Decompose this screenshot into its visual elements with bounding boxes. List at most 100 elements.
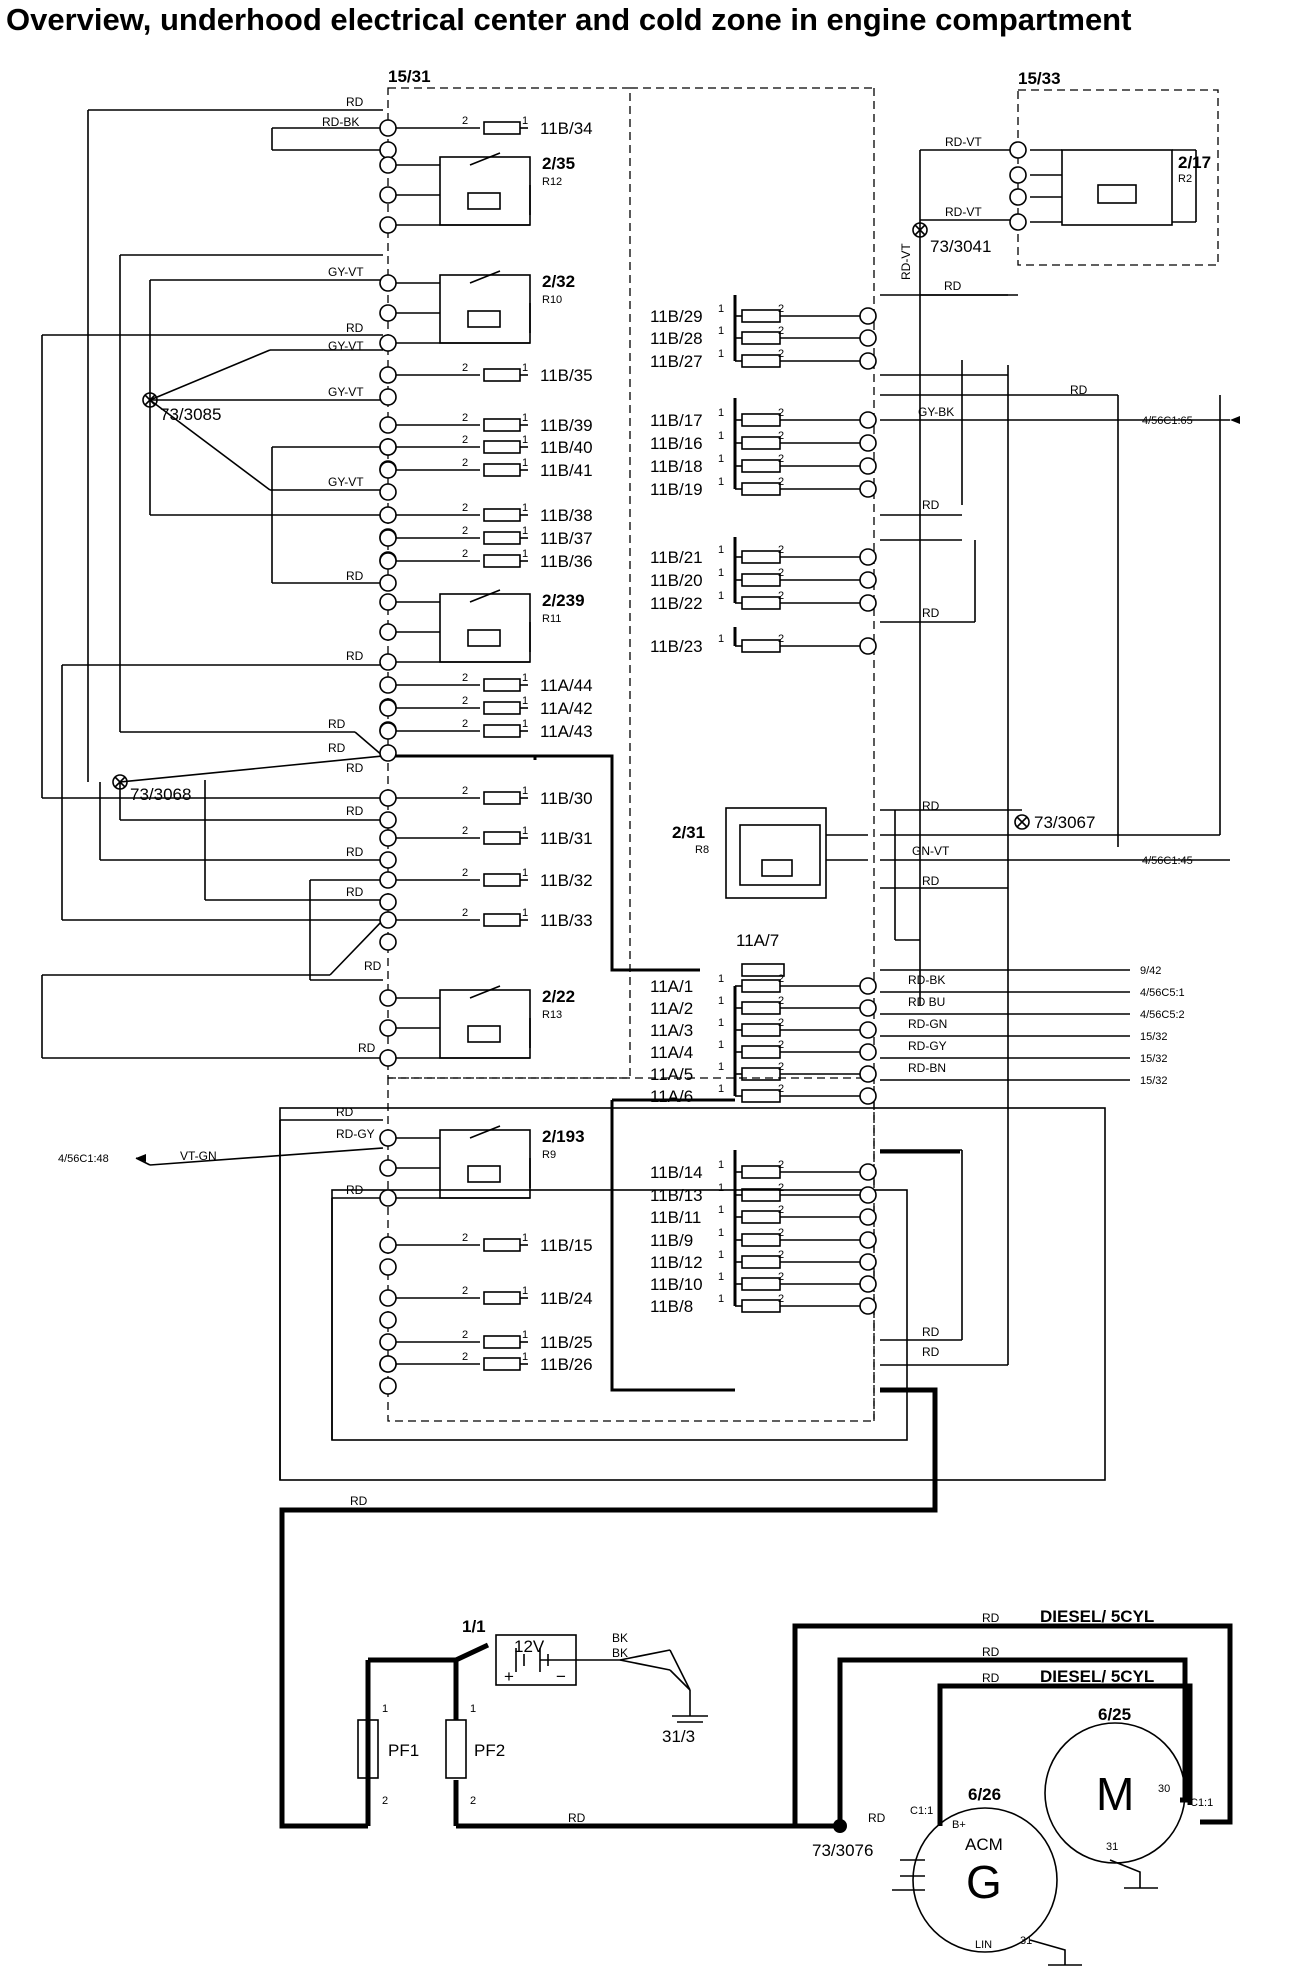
fuse-pin-2: 2 xyxy=(778,476,784,488)
fuse-pin-1: 1 xyxy=(522,867,528,879)
fuse-pin-2: 2 xyxy=(462,825,468,837)
starter-pin31: 31 xyxy=(1106,1841,1118,1853)
wire-rd-22: RD xyxy=(922,1345,940,1359)
conn-15-32-2: 15/32 xyxy=(1140,1053,1168,1065)
wire-rd-1: RD xyxy=(346,95,364,109)
fuse-pin-2: 2 xyxy=(462,1285,468,1297)
wire-rd-bk-2: RD-BK xyxy=(908,973,945,987)
left-fuse-label: 11B/34 xyxy=(540,119,593,138)
wire-rd-vt-2: RD-VT xyxy=(945,205,982,219)
fuse-pin-2: 2 xyxy=(778,1227,784,1239)
relay-r8-id: 2/31 xyxy=(672,823,705,842)
wire-rd-gn: RD-GN xyxy=(908,1017,947,1031)
fuse-pin-1: 1 xyxy=(522,434,528,446)
fuse-pin-2: 2 xyxy=(462,115,468,127)
left-fuse-label: 11A/43 xyxy=(540,722,593,741)
fuse-pin-1: 1 xyxy=(522,502,528,514)
wire-rd-3: RD xyxy=(346,569,364,583)
fuse-pin-2: 2 xyxy=(778,1293,784,1305)
right-fuse-label: 11A/5 xyxy=(650,1065,693,1084)
wire-gy-vt-3: GY-VT xyxy=(328,385,364,399)
fuse-pin-2: 2 xyxy=(462,867,468,879)
wire-rd-9: RD xyxy=(346,845,364,859)
fuse-pin-2: 2 xyxy=(462,412,468,424)
alternator: 6/26 ACM G B+ LIN 31 C1:1 xyxy=(892,1785,1082,1966)
wire-gy-vt-4: GY-VT xyxy=(328,475,364,489)
fuse-pin-1: 1 xyxy=(522,672,528,684)
right-fuse-label: 11B/19 xyxy=(650,480,703,499)
splice-73-3041: 73/3041 xyxy=(930,237,991,256)
ground-31-3: 31/3 xyxy=(662,1727,695,1746)
left-fuse-label: 11B/35 xyxy=(540,366,593,385)
right-fuse-label: 11B/21 xyxy=(650,548,703,567)
wire-label-layer: RD RD-BK GY-VT RD GY-VT GY-VT GY-VT RD R… xyxy=(180,95,1088,1825)
relay-ref: R11 xyxy=(542,613,561,625)
left-fuse-label: 11B/30 xyxy=(540,789,593,808)
fuse-pin-1: 1 xyxy=(718,567,724,579)
connector-layer: 4/56C1:65 4/56C1:45 4/56C1:48 9/42 4/56C… xyxy=(58,415,1240,1166)
fuse-pin-2: 2 xyxy=(462,502,468,514)
battery-area: 1/1 12V + − 31/3 PF1 PF2 1 2 1 2 DIESEL/… xyxy=(357,1607,1154,1807)
right-fuse-label: 11B/29 xyxy=(650,307,703,326)
conn-4-56c1-48: 4/56C1:48 xyxy=(58,1153,109,1165)
wire-rd-gy: RD-GY xyxy=(336,1127,375,1141)
fuse-pin-1: 1 xyxy=(718,973,724,985)
fuse-pin-2: 2 xyxy=(778,1182,784,1194)
wire-rd-6: RD xyxy=(328,741,346,755)
fuse-pf2: PF2 xyxy=(474,1741,505,1760)
fuse-pin-1: 1 xyxy=(522,1329,528,1341)
fuse-pin-2: 2 xyxy=(778,567,784,579)
splice-73-3068: 73/3068 xyxy=(130,785,191,804)
wire-rd-bn: RD-BN xyxy=(908,1061,946,1075)
right-fuse-label: 11B/16 xyxy=(650,434,703,453)
fuse-pin-1: 1 xyxy=(522,525,528,537)
fuse-pin-2: 2 xyxy=(462,1329,468,1341)
fuse-pin-1: 1 xyxy=(718,1061,724,1073)
left-fuse-label: 11B/40 xyxy=(540,438,593,457)
fuse-pin-1: 1 xyxy=(718,1271,724,1283)
fuse-pin-2: 2 xyxy=(778,303,784,315)
wire-rd-gy-2: RD-GY xyxy=(908,1039,947,1053)
wire-rd-bu: RD BU xyxy=(908,995,945,1009)
fuse-pin-2: 2 xyxy=(778,544,784,556)
relay-r8-ref: R8 xyxy=(695,844,709,856)
relay-id: 2/239 xyxy=(542,591,585,610)
fuse-pin-1: 1 xyxy=(718,633,724,645)
left-fuse-label: 11B/33 xyxy=(540,911,593,930)
relay-ref: R13 xyxy=(542,1009,562,1021)
relay-r2-id: 2/17 xyxy=(1178,153,1211,172)
wire-bk-2: BK xyxy=(612,1646,628,1660)
fuse-pin-2: 2 xyxy=(778,325,784,337)
fuse-pin-1: 1 xyxy=(522,785,528,797)
wire-gn-vt: GN-VT xyxy=(912,844,950,858)
wire-rd-27: RD xyxy=(982,1645,1000,1659)
fuse-pin-2: 2 xyxy=(462,362,468,374)
fuse-pin-1: 1 xyxy=(718,453,724,465)
right-fuse-label: 11B/12 xyxy=(650,1253,703,1272)
fuse-pin-2: 2 xyxy=(462,457,468,469)
wire-rd-bk: RD-BK xyxy=(322,115,359,129)
alternator-lin: LIN xyxy=(975,1939,992,1951)
fuse-pin-1: 1 xyxy=(718,1039,724,1051)
fuse-pin-2: 2 xyxy=(462,718,468,730)
starter-id: 6/25 xyxy=(1098,1705,1131,1724)
right-fuse-label: 11B/22 xyxy=(650,594,703,613)
